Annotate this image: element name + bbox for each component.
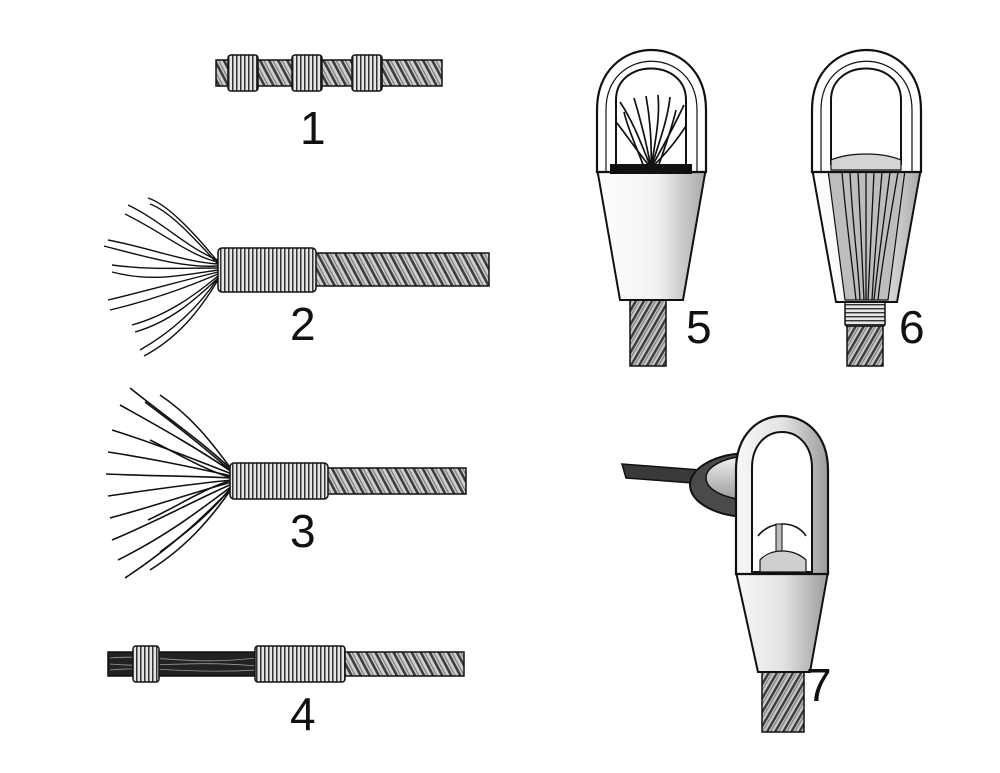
socket-wires-seated-icon xyxy=(810,49,923,367)
step-label-1: 1 xyxy=(300,102,326,154)
rope-wires-closed-seized-icon xyxy=(107,645,465,683)
rope-unlaid-strands-icon xyxy=(103,197,490,357)
step-label-6: 6 xyxy=(899,301,925,353)
step-label-2: 2 xyxy=(290,298,316,350)
socket-wires-inserted-icon xyxy=(595,49,708,367)
step-label-3: 3 xyxy=(290,505,316,557)
step-label-7: 7 xyxy=(806,659,832,711)
step-label-5: 5 xyxy=(686,301,712,353)
socket-zinc-pouring-ladle-icon xyxy=(620,414,830,733)
rope-broomed-wires-icon xyxy=(105,387,467,579)
step-label-4: 4 xyxy=(290,688,316,740)
rope-with-three-seizings-icon xyxy=(215,54,443,92)
